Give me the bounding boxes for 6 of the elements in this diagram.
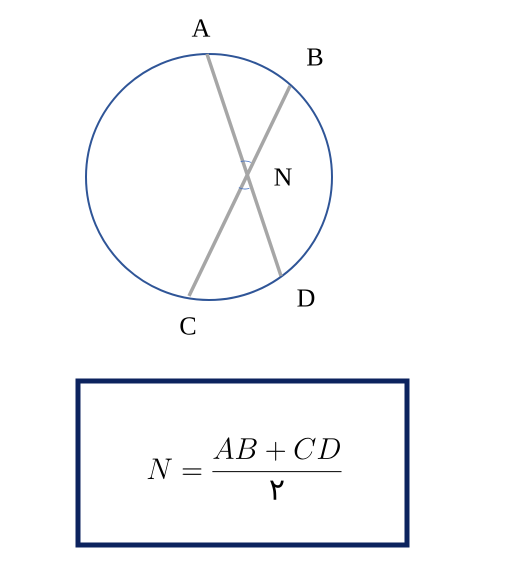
point-label: A <box>192 19 210 37</box>
formula-box: $N = \frac{AB+CD}{\text{٢}}$ <box>76 378 410 548</box>
point-label: D <box>297 289 314 307</box>
point-label: C <box>180 317 196 335</box>
point-label: N <box>274 168 292 186</box>
point-label: B <box>307 48 322 66</box>
